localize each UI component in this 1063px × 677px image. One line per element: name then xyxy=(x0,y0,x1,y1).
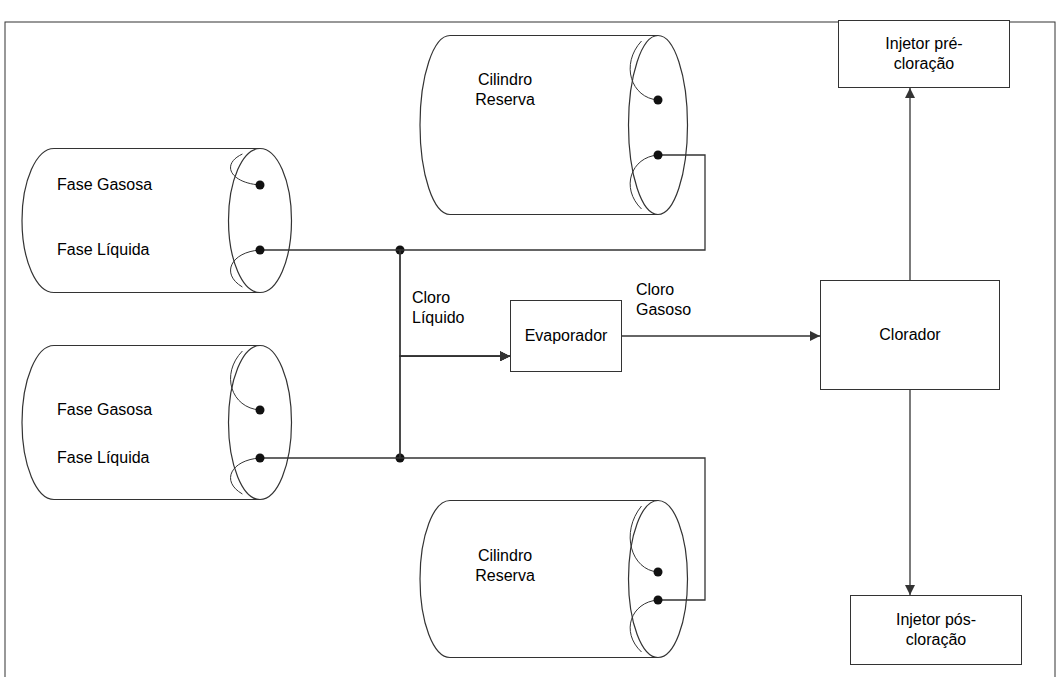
flow-arrow xyxy=(622,335,820,336)
valve-dot xyxy=(256,406,265,415)
cylinder-cap xyxy=(629,501,688,658)
chlorine-cylinder: Cilindro Reserva xyxy=(420,500,688,658)
process-box: Injetor pós-cloração xyxy=(850,595,1022,665)
flow-arrow xyxy=(260,250,510,356)
flow-label: Cloro Gasoso xyxy=(634,280,712,320)
cylinder-cap xyxy=(229,346,292,500)
cylinder-outline xyxy=(22,148,292,293)
phase-label: Cilindro Reserva xyxy=(450,70,560,110)
cylinder-cap xyxy=(629,36,688,215)
valve-dot xyxy=(654,151,663,160)
flow-arrow xyxy=(400,356,705,600)
liquid-dip-tube xyxy=(630,600,658,652)
process-box: Evaporador xyxy=(510,300,622,372)
valve-dot xyxy=(256,246,265,255)
figure-frame xyxy=(5,22,1055,677)
cylinder-body xyxy=(22,149,260,293)
cylinder-outline xyxy=(420,35,688,215)
valve-dot xyxy=(654,568,663,577)
phase-label: Fase Líquida xyxy=(57,448,150,468)
flow-arrow xyxy=(909,390,910,595)
box-label: Injetor pós-cloração xyxy=(880,610,992,650)
gas-dip-tube xyxy=(231,351,260,410)
flow-arrow xyxy=(909,88,910,280)
liquid-dip-tube xyxy=(231,250,260,287)
flow-arrow xyxy=(260,356,510,458)
cylinder-outline xyxy=(420,500,688,658)
process-box: Clorador xyxy=(820,280,1000,390)
cylinder-outline xyxy=(22,345,292,500)
flow-label: Cloro Líquido xyxy=(410,288,484,328)
valve-dot xyxy=(256,181,265,190)
box-label: Injetor pré-cloração xyxy=(868,34,980,74)
valve-dot xyxy=(256,454,265,463)
gas-dip-tube xyxy=(231,154,260,185)
chlorine-cylinder: Fase GasosaFase Líquida xyxy=(22,148,292,293)
chlorine-cylinder: Cilindro Reserva xyxy=(420,35,688,215)
cylinder-body xyxy=(420,36,658,215)
gas-dip-tube xyxy=(630,506,658,572)
chlorine-cylinder: Fase GasosaFase Líquida xyxy=(22,345,292,500)
liquid-dip-tube xyxy=(630,155,658,209)
cylinder-body xyxy=(420,501,658,658)
process-box: Injetor pré-cloração xyxy=(838,20,1010,88)
gas-dip-tube xyxy=(630,41,658,100)
valve-dot xyxy=(654,96,663,105)
phase-label: Cilindro Reserva xyxy=(450,546,560,586)
phase-label: Fase Gasosa xyxy=(57,400,152,420)
box-label: Evaporador xyxy=(525,326,608,346)
phase-label: Fase Líquida xyxy=(57,240,150,260)
valve-dot xyxy=(654,596,663,605)
cylinder-body xyxy=(22,346,260,500)
cylinder-cap xyxy=(229,149,292,293)
phase-label: Fase Gasosa xyxy=(57,175,152,195)
box-label: Clorador xyxy=(879,325,940,345)
liquid-dip-tube xyxy=(231,458,260,494)
